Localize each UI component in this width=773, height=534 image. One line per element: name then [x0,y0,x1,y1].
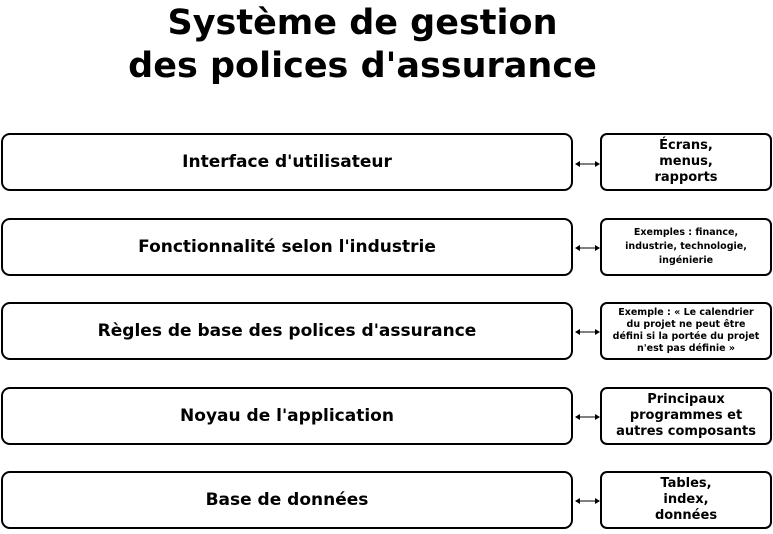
note-line: Exemple : « Le calendrier [618,307,754,318]
layer-box-user-interface: Interface d'utilisateur [1,133,573,191]
note-line: programmes et [629,408,743,423]
layer-label: Règles de base des polices d'assurance [97,321,477,341]
double-arrow-icon [575,161,600,167]
layer-label: Noyau de l'application [180,406,394,426]
note-line: ingénierie [658,255,714,266]
note-line: Tables, [660,476,712,491]
note-line: défini si la portée du projet [612,331,760,342]
note-box-policy-rules: Exemple : « Le calendrier du projet ne p… [600,302,772,360]
layer-label: Fonctionnalité selon l'industrie [138,237,436,257]
note-line: Principaux [647,392,725,407]
note-box-industry-functionality: Exemples : finance, industrie, technolog… [600,218,772,276]
note-line: du projet ne peut être [626,319,746,330]
layer-label: Base de données [205,490,369,510]
note-line: industrie, technologie, [625,241,747,252]
double-arrow-icon [575,245,600,251]
double-arrow-icon [575,329,600,335]
note-line: rapports [654,170,718,185]
note-box-database: Tables, index, données [600,471,772,529]
note-line: menus, [659,154,713,169]
note-line: Écrans, [659,138,713,153]
layer-box-database: Base de données [1,471,573,529]
layer-box-application-core: Noyau de l'application [1,387,573,445]
double-arrow-icon [575,414,600,420]
title-line-2: des polices d'assurance [128,46,597,86]
note-box-user-interface: Écrans, menus, rapports [600,133,772,191]
note-line: index, [663,492,709,507]
note-box-application-core: Principaux programmes et autres composan… [600,387,772,445]
note-line: données [654,508,718,523]
note-line: autres composants [616,424,756,439]
note-line: Exemples : finance, [633,227,739,238]
note-line: n'est pas définie » [637,343,735,354]
layer-box-policy-rules: Règles de base des polices d'assurance [1,302,573,360]
title-line-1: Système de gestion [167,3,558,43]
diagram-title: Système de gestion des polices d'assuran… [0,2,725,88]
layer-box-industry-functionality: Fonctionnalité selon l'industrie [1,218,573,276]
double-arrow-icon [575,498,600,504]
layer-label: Interface d'utilisateur [182,152,392,172]
